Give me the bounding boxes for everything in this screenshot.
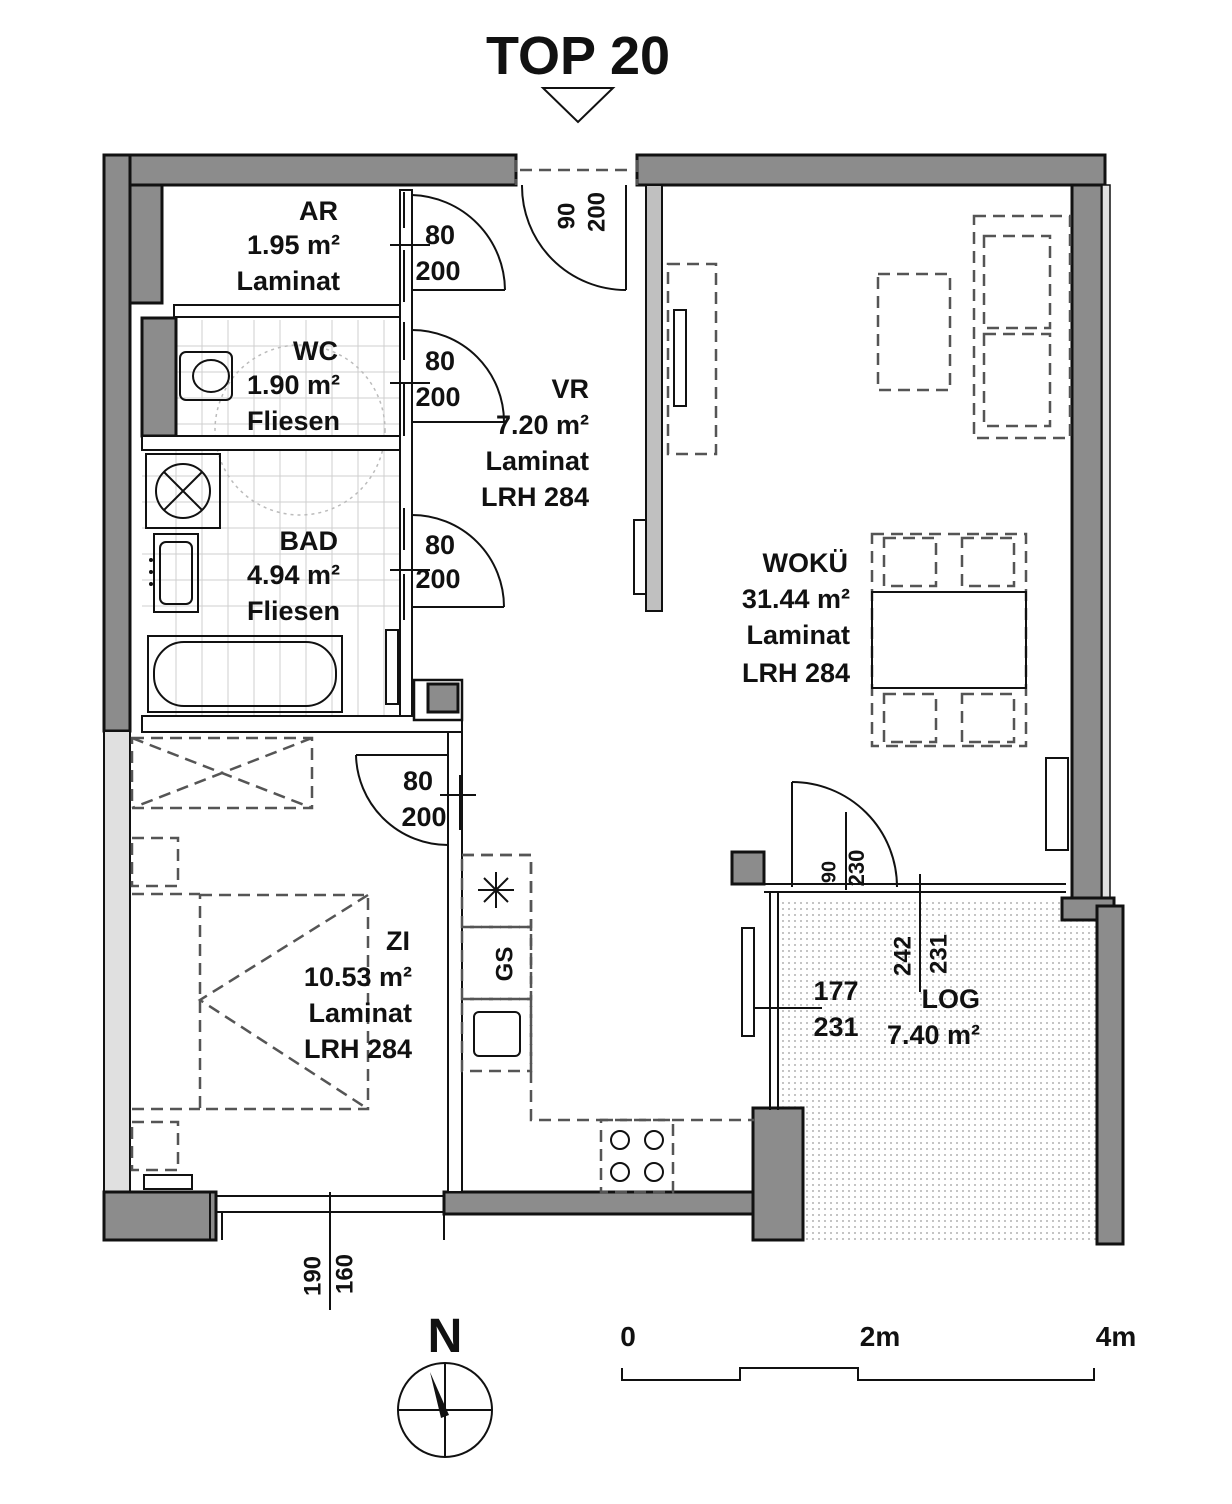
svg-text:TOP 20: TOP 20 [486,26,670,86]
loggia-floor [781,898,1099,1240]
bed [130,736,370,1190]
svg-text:ZI: ZI [386,926,410,956]
svg-text:7.40 m²: 7.40 m² [887,1020,980,1050]
svg-text:LRH 284: LRH 284 [742,658,850,688]
svg-text:GS: GS [491,947,518,982]
svg-text:Fliesen: Fliesen [247,596,340,626]
scale-tick-2m: 2m [860,1321,900,1352]
svg-text:80: 80 [425,530,455,560]
door-ar[interactable] [411,194,506,291]
svg-text:190: 190 [299,1256,326,1296]
kitchen-counter [460,853,755,1194]
svg-text:Laminat: Laminat [308,998,412,1028]
room-label-vr: VR 7.20 m² Laminat LRH 284 [481,374,589,512]
svg-text:4.94 m²: 4.94 m² [247,560,340,590]
svg-text:1.95 m²: 1.95 m² [247,230,340,260]
window-dim-log-front: 242 231 [889,874,952,992]
sink [149,533,199,613]
svg-text:31.44 m²: 31.44 m² [742,584,850,614]
svg-text:Fliesen: Fliesen [247,406,340,436]
door-wc[interactable] [411,329,505,423]
svg-text:LRH 284: LRH 284 [304,1034,412,1064]
door-dim-ar: 80 200 [415,220,460,286]
room-label-woku: WOKÜ 31.44 m² Laminat LRH 284 [742,548,850,688]
door-loggia[interactable] [791,781,898,888]
door-bad[interactable] [411,514,505,608]
svg-text:242: 242 [889,936,916,976]
svg-text:231: 231 [925,934,952,974]
svg-text:80: 80 [403,766,433,796]
gas-meter-label: GS [491,947,518,982]
svg-text:90: 90 [553,203,580,230]
window-dim-log-side: 177 231 [754,976,859,1042]
svg-text:177: 177 [813,976,858,1006]
door-zi[interactable] [355,754,449,846]
sofa [876,214,1072,440]
svg-text:Laminat: Laminat [485,446,589,476]
svg-text:1.90 m²: 1.90 m² [247,370,340,400]
svg-text:Laminat: Laminat [746,620,850,650]
svg-text:200: 200 [415,382,460,412]
tile-grid [142,320,400,720]
svg-text:7.20 m²: 7.20 m² [496,410,589,440]
svg-text:80: 80 [425,220,455,250]
svg-text:90: 90 [818,861,840,883]
svg-text:BAD: BAD [280,526,339,556]
room-label-log: LOG 7.40 m² [887,984,980,1050]
svg-text:200: 200 [583,192,610,232]
room-label-bad: BAD 4.94 m² Fliesen [247,526,340,626]
room-label-ar: AR 1.95 m² Laminat [236,196,340,296]
door-dim-loggia: 90 230 [818,812,869,890]
scale-bar: 0 2m 4m [620,1321,1136,1381]
washing-machine [145,453,221,529]
svg-text:230: 230 [844,850,869,887]
wardrobe-vr [666,262,718,456]
door-dim-bad: 80 200 [415,530,460,594]
svg-text:200: 200 [415,564,460,594]
svg-text:AR: AR [299,196,338,226]
svg-text:160: 160 [331,1254,358,1294]
door-dim-wc: 80 200 [415,346,460,412]
compass: N [397,1310,493,1458]
svg-text:231: 231 [813,1012,858,1042]
svg-text:WC: WC [293,336,338,366]
scale-tick-0: 0 [620,1321,636,1352]
compass-needle-icon [430,1372,449,1418]
svg-text:WOKÜ: WOKÜ [763,548,848,578]
entrance-door[interactable] [514,160,639,291]
svg-text:N: N [428,1310,463,1363]
dining-table [870,532,1028,748]
window-dim-zi: 190 160 [299,1192,358,1310]
svg-text:LOG: LOG [922,984,981,1014]
door-dim-entrance: 90 200 [553,192,610,232]
svg-text:10.53 m²: 10.53 m² [304,962,412,992]
svg-text:Laminat: Laminat [236,266,340,296]
room-label-zi: ZI 10.53 m² Laminat LRH 284 [304,926,412,1064]
door-markers [390,192,476,830]
svg-text:80: 80 [425,346,455,376]
bathtub [147,635,343,713]
svg-text:VR: VR [551,374,589,404]
walls [102,153,1125,1246]
svg-text:200: 200 [415,256,460,286]
door-dim-zi: 80 200 [401,766,446,832]
svg-text:LRH 284: LRH 284 [481,482,589,512]
scale-tick-4m: 4m [1096,1321,1136,1352]
apartment-title: TOP 20 [486,26,670,124]
svg-text:200: 200 [401,802,446,832]
toilet [179,351,233,401]
room-label-wc: WC 1.90 m² Fliesen [247,336,340,436]
